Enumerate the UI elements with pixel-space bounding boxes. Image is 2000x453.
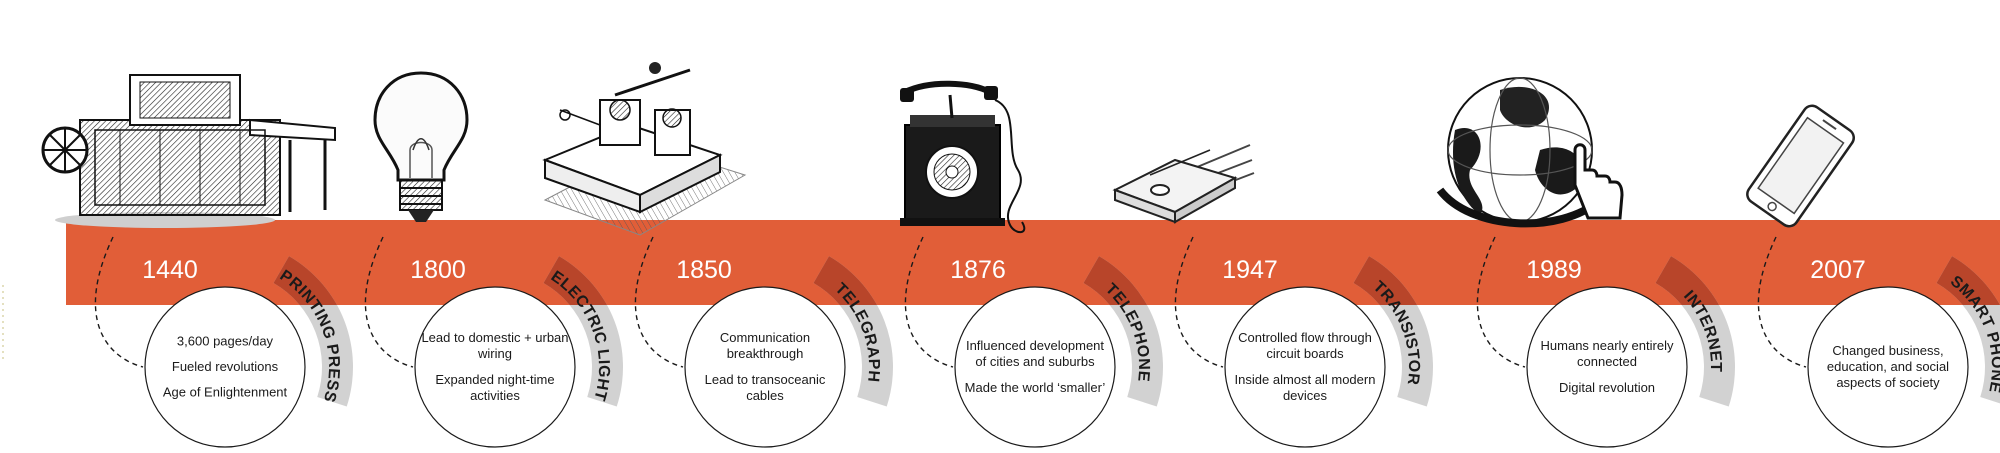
printing-press-icon [41,74,336,228]
telephone-icon [900,80,1026,234]
fact-text: Age of Enlightenment [163,385,288,400]
fact-circle [1526,286,1688,448]
telegraph-key-icon [542,62,747,236]
milestone-2007: SMART PHONE2007Changed business,educatio… [1757,236,2000,448]
light-bulb-icon [373,71,469,222]
label-tab-shadow [1936,256,2000,305]
label-tab-shadow [273,256,337,305]
fact-circle [414,286,576,448]
dashed-connector [94,236,144,368]
milestone-year: 1876 [950,256,1006,284]
milestone-year: 1440 [142,256,198,284]
fact-circle [144,286,306,448]
label-tab-shadow [543,256,607,305]
globe-cursor-icon [1436,77,1624,228]
fact-text: 3,600 pages/day [177,333,274,348]
fact-circle [954,286,1116,448]
label-tab-shadow [1083,256,1147,305]
dashed-connector [904,236,954,368]
fact-circle [684,286,846,448]
label-tab-shadow [1655,256,1719,305]
milestone-year: 1800 [410,256,466,284]
milestone-year: 1947 [1222,256,1278,284]
dashed-connector [634,236,684,368]
milestone-year: 2007 [1810,256,1866,284]
dashed-connector [1476,236,1526,368]
label-tab-shadow [1353,256,1417,305]
dashed-connector [1174,236,1224,368]
dashed-connector [1757,236,1807,368]
dashed-connector [364,236,414,368]
fact-text: Digital revolution [1559,380,1655,395]
fact-circle [1224,286,1386,448]
milestone-year: 1850 [676,256,732,284]
label-tab-shadow [813,256,877,305]
fact-text: Fueled revolutions [172,359,279,374]
fact-circle [1807,286,1969,448]
fact-text: Made the world ‘smaller’ [965,380,1106,395]
smartphone-icon [1746,104,1855,228]
milestone-year: 1989 [1526,256,1582,284]
transistor-icon [1112,144,1255,224]
